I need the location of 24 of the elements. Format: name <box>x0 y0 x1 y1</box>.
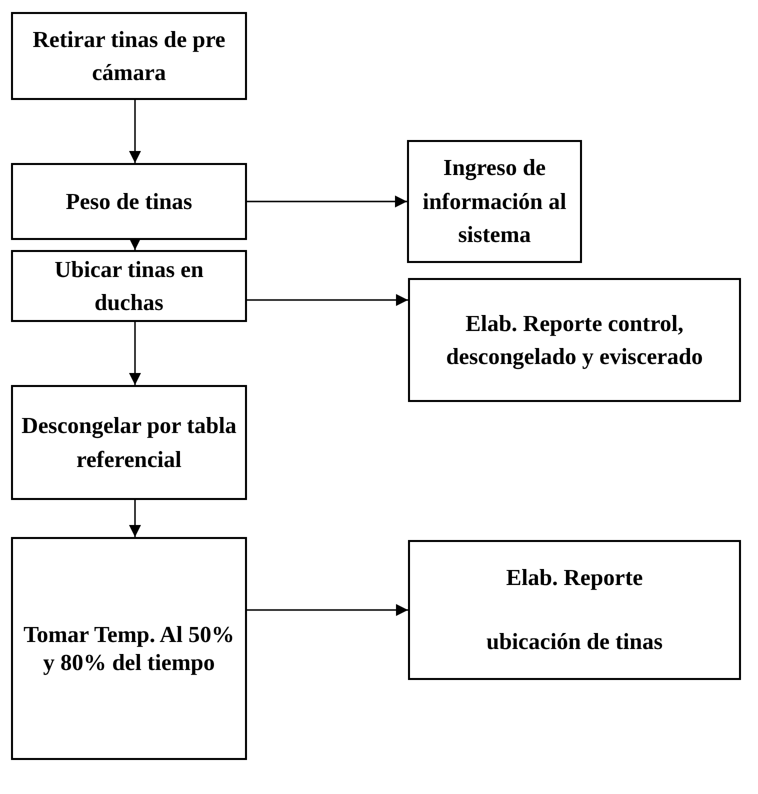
arrow <box>129 500 141 537</box>
box-text: ubicación de tinas <box>486 628 663 656</box>
box-text: Descongelar por tabla referencial <box>21 412 237 474</box>
arrow <box>129 100 141 163</box>
process-box <box>11 537 247 760</box>
process-box <box>408 540 741 680</box>
process-box <box>11 12 247 100</box>
arrow <box>129 238 141 250</box>
process-box <box>11 250 247 322</box>
arrow <box>247 294 408 306</box>
box-text: Ingreso de información al sistema <box>422 154 568 250</box>
arrow <box>247 604 408 616</box>
box-text: Tomar Temp. Al 50% y 80% del tiempo <box>22 620 236 676</box>
arrow <box>247 196 407 208</box>
box-text: Ubicar tinas en duchas <box>53 256 205 317</box>
box-text: Retirar tinas de pre cámara <box>32 26 226 87</box>
box-text: Peso de tinas <box>66 188 192 216</box>
process-box <box>11 163 247 240</box>
box-text: Elab. Reporte <box>506 564 643 592</box>
process-box <box>408 278 741 402</box>
arrow <box>129 322 141 385</box>
process-box <box>11 385 247 500</box>
box-text: Elab. Reporte control, descongelado y eviscerado <box>445 310 704 372</box>
process-box <box>407 140 582 263</box>
